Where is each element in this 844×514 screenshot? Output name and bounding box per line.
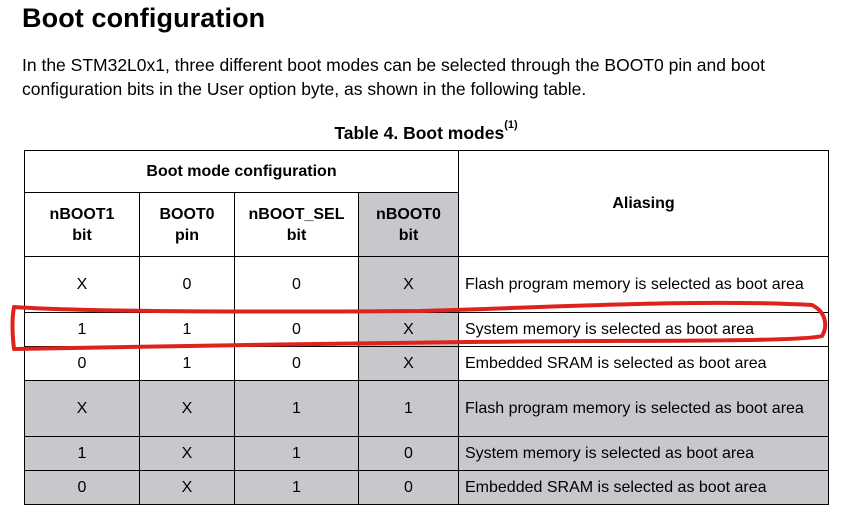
cell-nboot-sel: 0 [234, 346, 359, 381]
cell-boot0: 1 [139, 346, 235, 381]
cell-nboot1: X [24, 380, 140, 437]
table-row: X 0 0 X Flash program memory is selected… [24, 256, 829, 313]
aliasing-header: Aliasing [458, 150, 829, 257]
cell-boot0: X [139, 470, 235, 505]
cell-nboot1: 1 [24, 436, 140, 471]
cell-aliasing: Embedded SRAM is selected as boot area [458, 470, 829, 505]
table-caption-footnote: (1) [504, 119, 518, 131]
cell-aliasing: System memory is selected as boot area [458, 312, 829, 347]
cell-nboot0: 1 [358, 380, 459, 437]
cell-nboot0: X [358, 312, 459, 347]
cell-boot0: 1 [139, 312, 235, 347]
table-row: 0 1 0 X Embedded SRAM is selected as boo… [24, 346, 829, 381]
cell-nboot0: X [358, 256, 459, 313]
cell-boot0: X [139, 436, 235, 471]
table-caption: Table 4. Boot modes(1) [24, 119, 828, 144]
cell-nboot-sel: 1 [234, 436, 359, 471]
cell-nboot1: 0 [24, 346, 140, 381]
cell-nboot0: 0 [358, 436, 459, 471]
cell-nboot1: X [24, 256, 140, 313]
cell-nboot0: X [358, 346, 459, 381]
cell-boot0: 0 [139, 256, 235, 313]
cell-nboot-sel: 1 [234, 380, 359, 437]
cell-nboot-sel: 0 [234, 312, 359, 347]
cell-aliasing: Embedded SRAM is selected as boot area [458, 346, 829, 381]
section-heading: Boot configuration [22, 3, 266, 33]
table-caption-text: Table 4. Boot modes [334, 123, 505, 143]
table-row: 1 1 0 X System memory is selected as boo… [24, 312, 829, 347]
cell-nboot-sel: 1 [234, 470, 359, 505]
cell-nboot1: 0 [24, 470, 140, 505]
intro-paragraph: In the STM32L0x1, three different boot m… [22, 55, 765, 99]
table-row: 0 X 1 0 Embedded SRAM is selected as boo… [24, 470, 829, 505]
table-row: X X 1 1 Flash program memory is selected… [24, 380, 829, 437]
cell-nboot0: 0 [358, 470, 459, 505]
cell-nboot-sel: 0 [234, 256, 359, 313]
cell-aliasing: Flash program memory is selected as boot… [458, 256, 829, 313]
cell-nboot1: 1 [24, 312, 140, 347]
group-header: Boot mode configuration [24, 150, 459, 193]
table-row: 1 X 1 0 System memory is selected as boo… [24, 436, 829, 471]
header-row-group: Boot mode configuration Aliasing [24, 150, 829, 257]
cell-aliasing: System memory is selected as boot area [458, 436, 829, 471]
cell-boot0: X [139, 380, 235, 437]
cell-aliasing: Flash program memory is selected as boot… [458, 380, 829, 437]
